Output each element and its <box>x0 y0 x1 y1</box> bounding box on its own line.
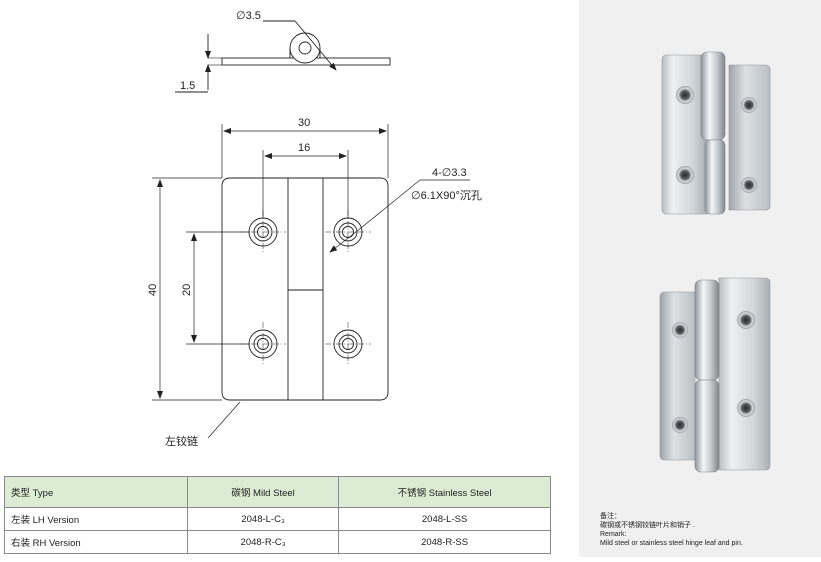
hinge-photo-right <box>659 277 771 473</box>
table-row: 左装 LH Version 2048-L-C₃ 2048-L-SS <box>4 507 551 531</box>
technical-drawing: ∅3.5 1.5 <box>147 10 482 448</box>
header-mild-steel: 碳钢 Mild Steel <box>186 476 340 508</box>
header-type: 类型 Type <box>4 476 188 508</box>
row-stainless-code: 2048-L-SS <box>338 507 551 531</box>
thickness-label: 1.5 <box>180 80 195 92</box>
hole-spacing-h-label: 16 <box>298 142 310 154</box>
width-overall-label: 30 <box>298 117 310 129</box>
remark-text-cn: 碳钢或不锈钢铰链叶片和销子 . <box>600 522 695 529</box>
dimension-lines <box>152 124 470 439</box>
header-stainless-steel: 不锈钢 Stainless Steel <box>338 476 551 508</box>
hole-spacing-v-label: 20 <box>181 284 193 296</box>
remark-title-en: Remark: <box>600 531 627 538</box>
row-type: 左装 LH Version <box>4 507 188 531</box>
product-photo-panel <box>579 0 821 557</box>
front-view <box>221 177 389 401</box>
view-caption: 左铰链 <box>165 434 198 448</box>
row-mild-steel-code: 2048-L-C₃ <box>186 507 340 531</box>
side-view <box>175 20 391 93</box>
table-header-row: 类型 Type 碳钢 Mild Steel 不锈钢 Stainless Stee… <box>4 476 551 508</box>
table-row: 右装 RH Version 2048-R-C₃ 2048-R-SS <box>4 530 551 554</box>
hinge-photos <box>659 51 771 473</box>
row-type: 右装 RH Version <box>4 530 188 554</box>
remark-note: 备注： 碳钢或不锈钢铰链叶片和销子 . Remark: Mild steel o… <box>600 512 743 548</box>
spec-table: 类型 Type 碳钢 Mild Steel 不锈钢 Stainless Stee… <box>4 476 551 554</box>
remark-title-cn: 备注： <box>600 513 621 520</box>
hinge-photo-left <box>661 51 771 215</box>
row-stainless-code: 2048-R-SS <box>338 530 551 554</box>
remark-text-en: Mild steel or stainless steel hinge leaf… <box>600 540 743 547</box>
hole-callout-countersink: ∅6.1X90°沉孔 <box>411 189 482 202</box>
height-overall-label: 40 <box>147 284 159 296</box>
row-mild-steel-code: 2048-R-C₃ <box>186 530 340 554</box>
pin-diameter-label: ∅3.5 <box>236 10 261 22</box>
hole-callout-count: 4-∅3.3 <box>432 167 467 179</box>
